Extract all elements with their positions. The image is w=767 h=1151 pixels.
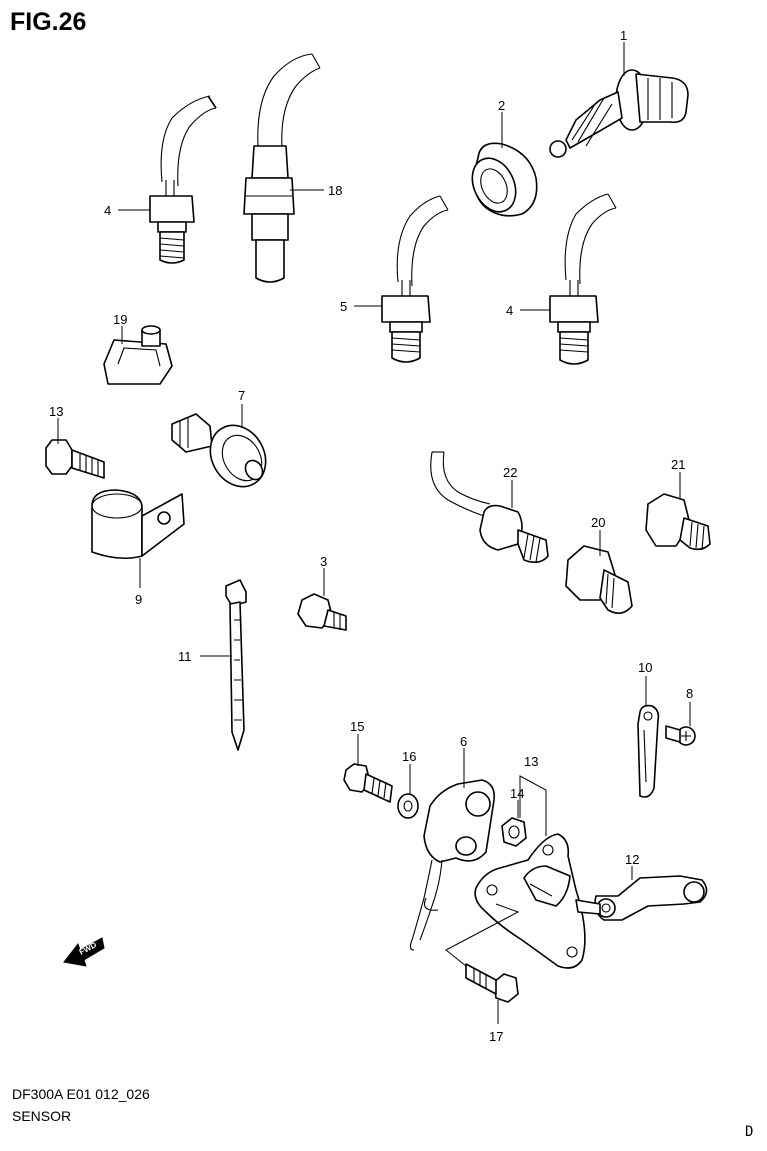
callout-11: 11 [178, 649, 192, 664]
part-7-pressure-switch[interactable] [171, 413, 277, 497]
part-21-fitting[interactable] [645, 493, 711, 551]
part-4-temperature-sensor-right[interactable] [549, 193, 617, 365]
callout-4-right: 4 [506, 303, 513, 318]
part-6-position-sensor[interactable] [409, 779, 496, 951]
part-15-bolt[interactable] [343, 763, 393, 803]
callout-22: 22 [503, 465, 517, 480]
part-4-temperature-sensor[interactable] [149, 95, 217, 264]
callout-5: 5 [340, 299, 347, 314]
callout-8: 8 [686, 686, 693, 701]
part-13-bolt[interactable] [45, 439, 105, 479]
callout-leader-lines [57, 42, 691, 1024]
part-19-clip[interactable] [103, 325, 173, 385]
section-name: SENSOR [12, 1108, 72, 1124]
figure-title: FIG.26 [10, 8, 87, 36]
part-10-bracket[interactable] [637, 704, 660, 798]
callout-13-lower: 13 [524, 754, 538, 769]
part-20-sensor[interactable] [565, 545, 633, 614]
callout-13-upper: 13 [49, 404, 63, 419]
callout-18: 18 [328, 183, 342, 198]
callout-15: 15 [350, 719, 364, 734]
part-8-screw[interactable] [665, 725, 696, 746]
corner-letter: D [745, 1124, 754, 1140]
part-5-sensor[interactable] [381, 195, 449, 363]
part-22-sensor[interactable] [430, 451, 549, 564]
callout-14: 14 [510, 786, 524, 801]
callout-1: 1 [620, 28, 627, 43]
callout-2: 2 [498, 98, 505, 113]
callout-7: 7 [238, 388, 245, 403]
part-11-cable-tie[interactable] [225, 579, 247, 751]
part-18-sensor[interactable] [243, 53, 321, 283]
callout-16: 16 [402, 749, 416, 764]
callout-21: 21 [671, 457, 685, 472]
callout-17: 17 [489, 1029, 503, 1044]
callout-10: 10 [638, 660, 652, 675]
part-16-washer[interactable] [397, 793, 419, 819]
part-3-bolt[interactable] [297, 593, 347, 631]
callout-3: 3 [320, 554, 327, 569]
callout-4-left: 4 [104, 203, 111, 218]
part-9-clamp[interactable] [91, 489, 185, 560]
callout-9: 9 [135, 592, 142, 607]
callout-6: 6 [460, 734, 467, 749]
callout-19: 19 [113, 312, 127, 327]
part-17-bolt[interactable] [465, 963, 519, 1003]
callout-12: 12 [625, 852, 639, 867]
part-12-link-arm[interactable] [575, 875, 708, 921]
fwd-arrow-icon [63, 937, 105, 967]
part-14-nut[interactable] [501, 817, 527, 847]
part-1-sensor-connector[interactable] [549, 69, 689, 158]
callout-20: 20 [591, 515, 605, 530]
model-code: DF300A E01 012_026 [12, 1086, 150, 1102]
part-2-grommet[interactable] [464, 142, 538, 219]
part-13-bracket-plate[interactable] [474, 833, 586, 969]
